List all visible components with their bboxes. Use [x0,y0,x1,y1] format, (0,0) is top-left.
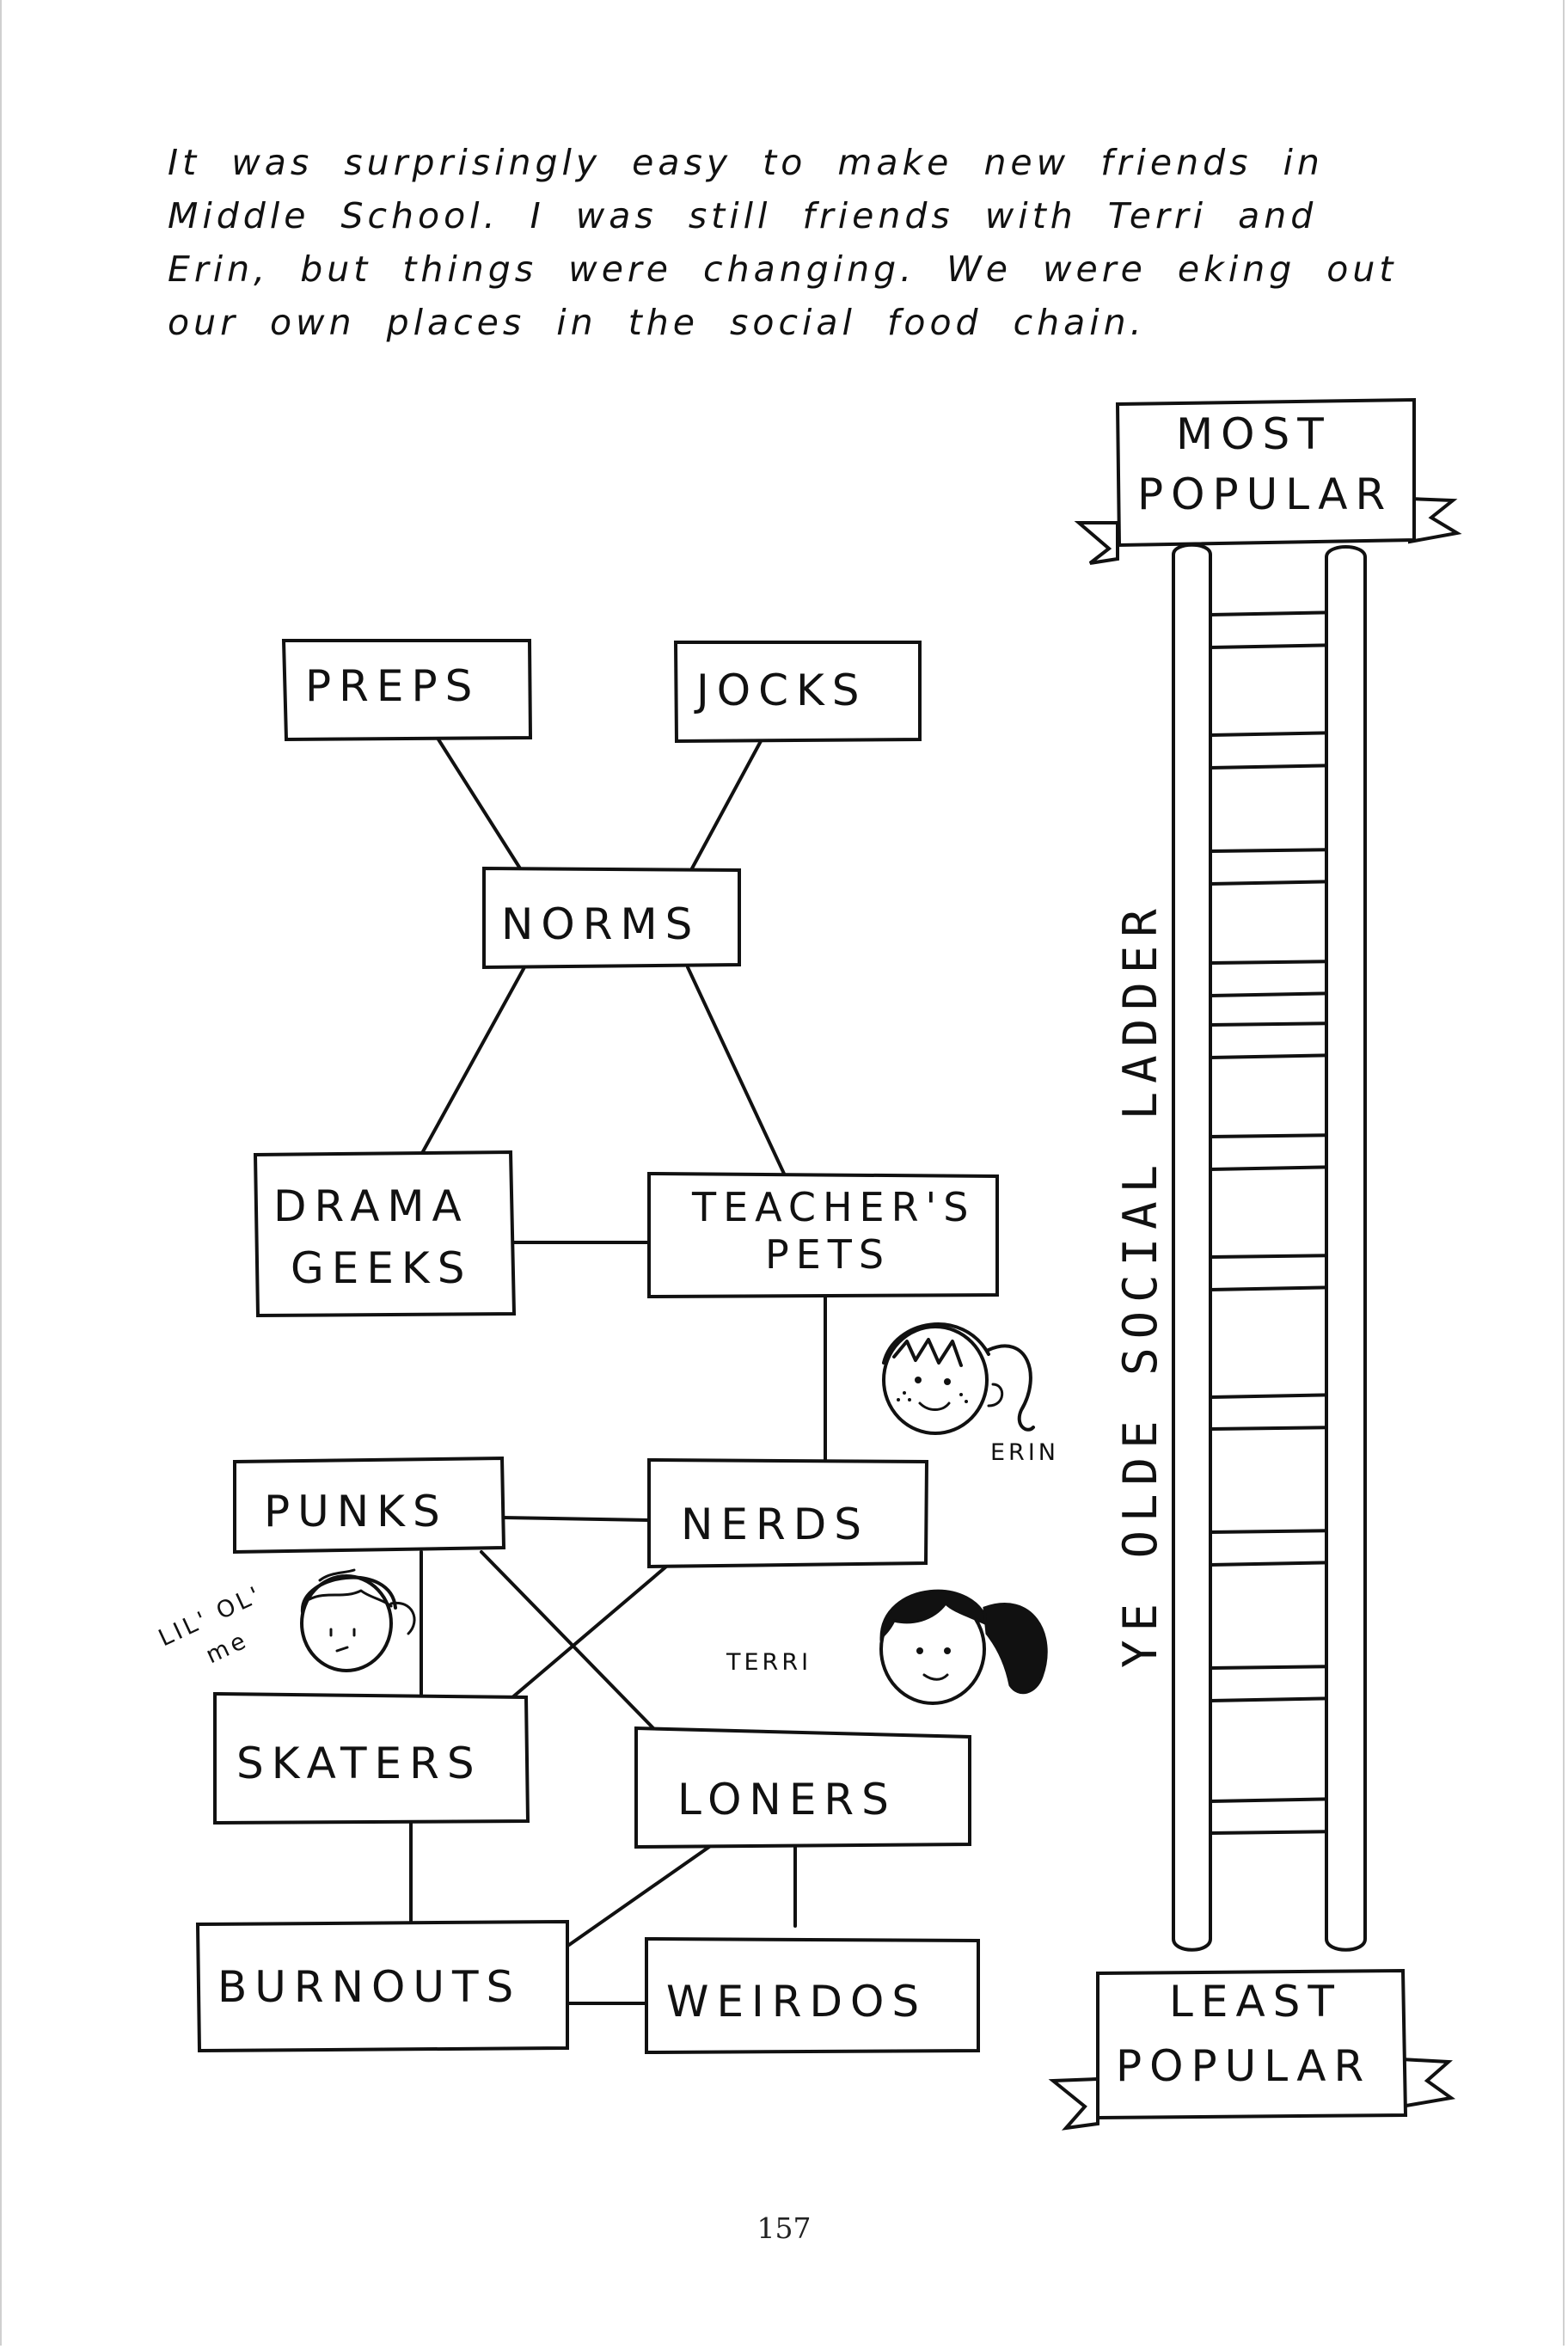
group-box-jocks: JOCKS [673,641,922,744]
connector-nerds-skaters [510,1565,668,1700]
intro-line: our own places in the social food chain. [168,302,1146,343]
erin-face-icon [882,1322,1035,1435]
group-label-loners: LONERS [677,1775,897,1825]
group-label-geeks: GEEKS [291,1243,472,1293]
connector-punks-nerds [500,1516,651,1522]
ladder-title: YE OLDE SOCIAL LADDER [1113,900,1167,1668]
connector-jocks-norms [690,739,763,870]
group-box-teachers-pets: TEACHER'S PETS [647,1171,999,1299]
group-label-preps: PREPS [305,661,480,711]
group-label-nerds: NERDS [681,1500,869,1549]
banner-bottom-line1: LEAST [1169,1977,1342,2027]
intro-line: Middle School. I was still friends with … [168,195,1318,236]
group-box-norms: NORMS [482,866,741,970]
group-box-skaters: SKATERS [213,1691,530,1825]
group-box-nerds: NERDS [647,1457,929,1569]
banner-top-line2: POPULAR [1137,469,1393,519]
group-box-weirdos: WEIRDOS [645,1936,980,2055]
terri-face-icon [879,1589,1048,1705]
group-label-punks: PUNKS [264,1487,448,1536]
group-label-jocks: JOCKS [694,665,867,715]
connector-loners-burnouts [567,1845,711,1947]
intro-line: Erin, but things were changing. We were … [168,248,1398,290]
terri-label: TERRI [726,1649,812,1676]
narrator-label-line2: me [202,1627,253,1670]
banner-most-popular: MOST POPULAR [1074,397,1462,565]
erin-label: ERIN [990,1439,1059,1466]
group-label-drama: DRAMA [273,1181,469,1231]
ladder-left-rail [1172,543,1212,1952]
group-box-drama-geeks: DRAMA GEEKS [253,1150,517,1318]
group-label-burnouts: BURNOUTS [217,1962,521,2012]
connector-lines [409,738,827,2005]
group-box-punks: PUNKS [233,1456,506,1555]
social-chart-diagram: PREPS JOCKS NORMS DRAMA GEEKS TEACHER'S … [155,397,1462,2131]
connector-norms-drama [420,966,526,1156]
connector-punks-loners [480,1550,655,1730]
connector-preps-norms [437,738,522,870]
group-label-norms: NORMS [501,899,700,949]
group-label-skaters: SKATERS [236,1739,482,1788]
group-label-pets: PETS [765,1231,891,1278]
group-box-preps: PREPS [281,639,533,742]
social-ladder [1172,543,1367,1952]
banner-top-line1: MOST [1176,409,1332,459]
group-label-weirdos: WEIRDOS [666,1977,927,2027]
connector-norms-pets [686,966,786,1175]
group-label-teachers: TEACHER'S [691,1184,975,1230]
ladder-right-rail [1325,545,1367,1952]
narrator-face-icon [300,1568,416,1672]
intro-line: It was surprisingly easy to make new fri… [168,142,1324,183]
page-number: 157 [756,2211,812,2245]
group-box-burnouts: BURNOUTS [195,1919,569,2053]
group-box-loners: LONERS [634,1726,971,1849]
banner-least-popular: LEAST POPULAR [1048,1968,1456,2131]
intro-text: It was surprisingly easy to make new fri… [168,136,1440,349]
banner-bottom-line2: POPULAR [1116,2041,1371,2091]
